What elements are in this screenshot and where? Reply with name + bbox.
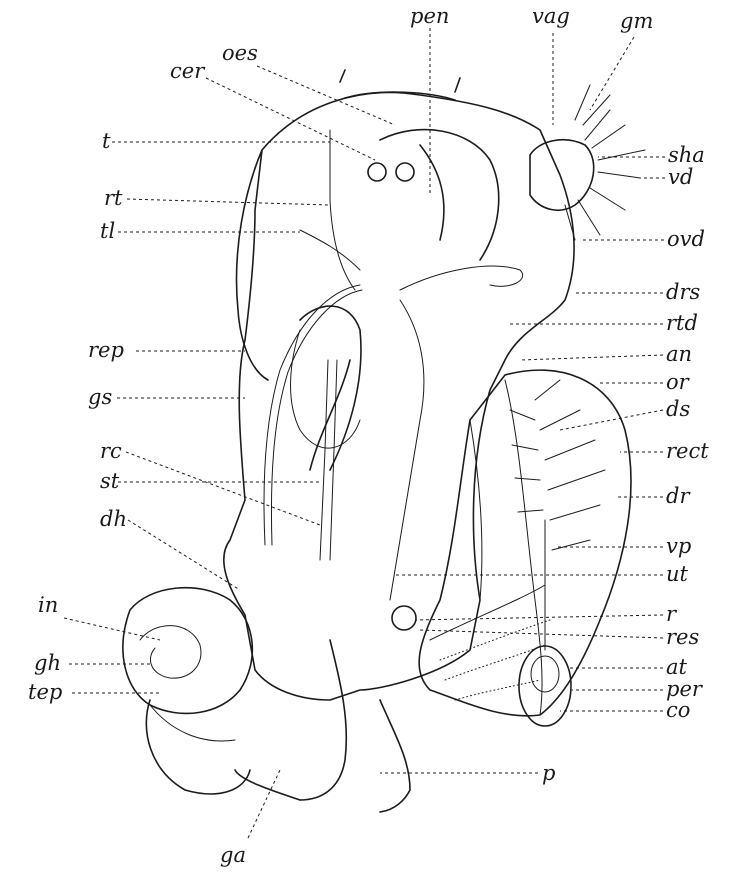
label-ovd: ovd bbox=[667, 227, 705, 251]
label-ga: ga bbox=[220, 843, 246, 867]
label-rc: rc bbox=[100, 439, 122, 463]
label-or: or bbox=[666, 370, 691, 394]
label-vd: vd bbox=[668, 165, 693, 189]
label-t: t bbox=[102, 129, 111, 153]
label-drs: drs bbox=[666, 280, 700, 304]
label-dh: dh bbox=[100, 507, 127, 531]
label-p: p bbox=[542, 761, 555, 785]
label-r: r bbox=[666, 602, 678, 626]
label-cer: cer bbox=[170, 59, 206, 83]
label-rtd: rtd bbox=[666, 311, 698, 335]
label-gh: gh bbox=[34, 651, 61, 675]
label-rect: rect bbox=[666, 439, 709, 463]
label-an: an bbox=[666, 342, 692, 366]
label-in: in bbox=[38, 593, 58, 617]
label-co: co bbox=[666, 698, 690, 722]
label-vp: vp bbox=[666, 534, 691, 558]
leader-lines bbox=[64, 28, 665, 838]
label-vag: vag bbox=[532, 4, 570, 28]
label-oes: oes bbox=[222, 41, 258, 65]
label-at: at bbox=[666, 655, 688, 679]
label-ds: ds bbox=[666, 397, 690, 421]
label-sha: sha bbox=[668, 143, 705, 167]
label-res: res bbox=[666, 625, 699, 649]
label-st: st bbox=[100, 469, 120, 493]
label-ut: ut bbox=[666, 562, 689, 586]
organ-drawing bbox=[123, 70, 645, 812]
label-rt: rt bbox=[104, 186, 123, 210]
label-gs: gs bbox=[88, 385, 112, 409]
label-gm: gm bbox=[620, 9, 653, 33]
label-dr: dr bbox=[666, 484, 691, 508]
labels: pen vag gm oes cer t rt tl sha vd ovd dr… bbox=[28, 4, 709, 867]
label-pen: pen bbox=[410, 4, 449, 28]
label-rep: rep bbox=[88, 338, 124, 362]
label-tl: tl bbox=[100, 219, 115, 243]
label-tep: tep bbox=[28, 680, 62, 704]
